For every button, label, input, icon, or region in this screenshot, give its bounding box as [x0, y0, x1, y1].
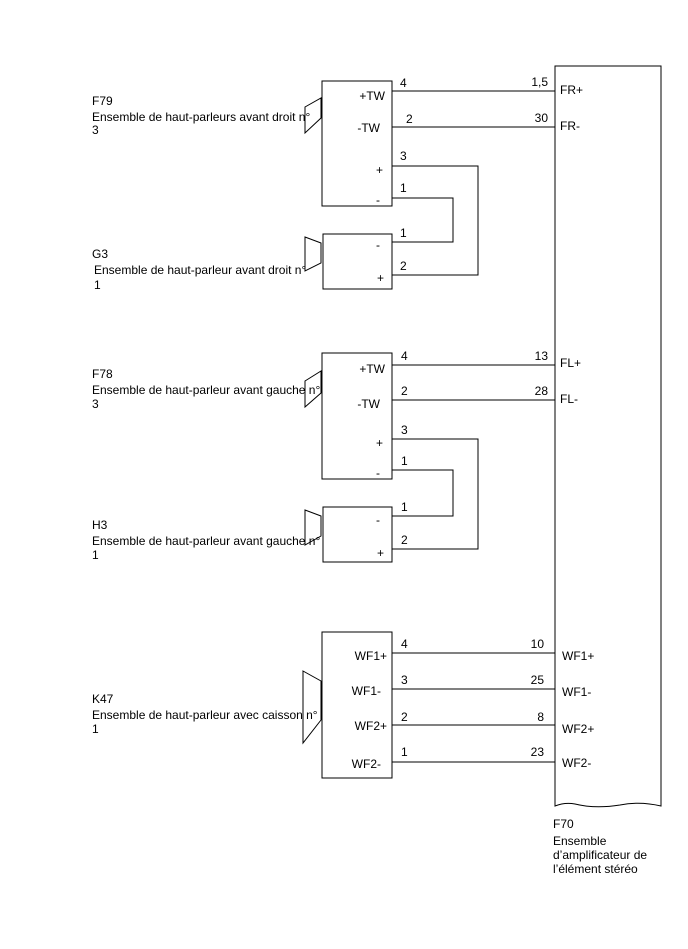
- amp-pin-fl-plus: 13: [535, 349, 549, 363]
- f78-name-line2: 3: [92, 397, 99, 411]
- amp-pin-fr-plus: 1,5: [531, 75, 548, 89]
- amp-terminal-wf2-plus: WF2+: [562, 722, 594, 736]
- f79-pin-1: 1: [400, 181, 407, 195]
- h3-terminal-plus: +: [377, 546, 384, 560]
- f79-name-line2: 3: [92, 123, 99, 137]
- speaker-f79: +TW -TW + - 4 2 3 1 F79 Ensemble de haut…: [92, 76, 413, 207]
- amp-name-line2: d’amplificateur de: [553, 848, 647, 862]
- f79-pin-4: 4: [400, 76, 407, 90]
- connector-box-g3: [322, 233, 393, 290]
- amp-name-line1: Ensemble: [553, 834, 607, 848]
- wire-f78-h3-plus: [392, 438, 479, 550]
- h3-name-line1: Ensemble de haut-parleur avant gauche n°: [92, 534, 320, 548]
- amp-pin-wf1-plus: 10: [531, 637, 545, 651]
- amp-pin-fl-minus: 28: [535, 384, 549, 398]
- k47-pin-4: 4: [401, 637, 408, 651]
- f79-pin-2: 2: [406, 112, 413, 126]
- speaker-k47: WF1+ WF1- WF2+ WF2- 4 3 2 1 K47 Ensemble…: [92, 631, 408, 779]
- h3-terminal-minus: -: [376, 513, 380, 527]
- f78-pin-4: 4: [401, 349, 408, 363]
- amplifier-box: [554, 65, 662, 808]
- speaker-g3: - + 1 2 G3 Ensemble de haut-parleur avan…: [92, 226, 407, 292]
- g3-terminal-minus: -: [376, 238, 380, 252]
- k47-terminal-wf2-plus: WF2+: [355, 719, 387, 733]
- speaker-icon: [304, 509, 322, 546]
- k47-name-line1: Ensemble de haut-parleur avec caisson n°: [92, 708, 318, 722]
- k47-pin-1: 1: [401, 745, 408, 759]
- f79-terminal-plus: +: [376, 163, 383, 177]
- g3-pin-2: 2: [400, 259, 407, 273]
- f78-terminal-tw-minus: -TW: [357, 397, 380, 411]
- speaker-icon: [304, 97, 322, 135]
- f78-name-line1: Ensemble de haut-parleur avant gauche n°: [92, 383, 320, 397]
- k47-terminal-wf1-plus: WF1+: [355, 649, 387, 663]
- h3-name-line2: 1: [92, 548, 99, 562]
- wires: [392, 90, 555, 763]
- f79-terminal-minus: -: [376, 193, 380, 207]
- f79-terminal-tw-plus: +TW: [359, 89, 385, 103]
- g3-name-line2: 1: [94, 278, 101, 292]
- connector-box-f78: [321, 352, 393, 480]
- amp-terminal-fr-minus: FR-: [560, 119, 580, 133]
- h3-pin-1: 1: [401, 500, 408, 514]
- f78-pin-3: 3: [401, 423, 408, 437]
- k47-terminal-wf2-minus: WF2-: [352, 757, 381, 771]
- f78-terminal-plus: +: [376, 436, 383, 450]
- wire-f79-g3-minus: [392, 197, 454, 243]
- speaker-icon: [304, 370, 322, 409]
- connector-box-h3: [322, 506, 393, 563]
- connector-box-k47: [321, 631, 393, 779]
- speaker-icon: [304, 236, 322, 272]
- f78-terminal-minus: -: [376, 466, 380, 480]
- k47-pin-3: 3: [401, 673, 408, 687]
- f79-code: F79: [92, 94, 113, 108]
- g3-pin-1: 1: [400, 226, 407, 240]
- amp-terminal-fl-plus: FL+: [560, 356, 581, 370]
- speaker-icon: [302, 670, 322, 745]
- f78-terminal-tw-plus: +TW: [359, 362, 385, 376]
- amp-terminal-fl-minus: FL-: [560, 392, 578, 406]
- speaker-f78: +TW -TW + - 4 2 3 1 F78 Ensemble de haut…: [92, 349, 408, 480]
- k47-terminal-wf1-minus: WF1-: [352, 684, 381, 698]
- amp-pin-fr-minus: 30: [535, 111, 549, 125]
- k47-name-line2: 1: [92, 722, 99, 736]
- h3-pin-2: 2: [401, 533, 408, 547]
- g3-name-line1: Ensemble de haut-parleur avant droit n°: [94, 263, 306, 277]
- connector-box-f79: [321, 80, 393, 207]
- amp-pin-wf2-minus: 23: [531, 745, 545, 759]
- g3-terminal-plus: +: [377, 271, 384, 285]
- amp-pin-wf1-minus: 25: [531, 673, 545, 687]
- f79-terminal-tw-minus: -TW: [357, 121, 380, 135]
- h3-code: H3: [92, 518, 108, 532]
- amp-pin-wf2-plus: 8: [537, 710, 544, 724]
- f79-name-line1: Ensemble de haut-parleurs avant droit n°: [92, 110, 310, 124]
- wire-f79-g3-plus: [392, 165, 479, 276]
- f78-pin-1: 1: [401, 454, 408, 468]
- amp-terminal-wf1-minus: WF1-: [562, 685, 591, 699]
- k47-pin-2: 2: [401, 710, 408, 724]
- amp-code: F70: [553, 817, 574, 831]
- k47-code: K47: [92, 692, 114, 706]
- amplifier-f70: FR+ FR- FL+ FL- WF1+ WF1- WF2+ WF2- 1,5 …: [531, 65, 662, 876]
- speaker-h3: - + 1 2 H3 Ensemble de haut-parleur avan…: [92, 500, 408, 563]
- f78-pin-2: 2: [401, 384, 408, 398]
- amp-name-line3: l’élément stéréo: [553, 862, 638, 876]
- amp-terminal-wf2-minus: WF2-: [562, 756, 591, 770]
- f78-code: F78: [92, 367, 113, 381]
- amp-terminal-wf1-plus: WF1+: [562, 649, 594, 663]
- g3-code: G3: [92, 247, 108, 261]
- f79-pin-3: 3: [400, 149, 407, 163]
- amp-terminal-fr-plus: FR+: [560, 83, 583, 97]
- wire-f78-h3-minus: [392, 469, 454, 517]
